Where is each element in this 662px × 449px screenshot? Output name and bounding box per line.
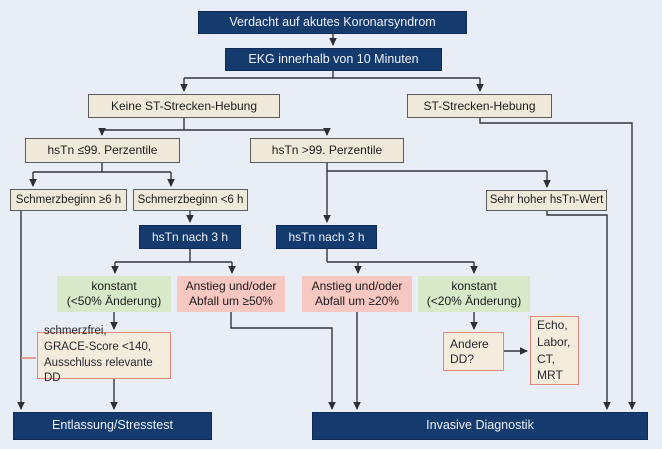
node-no-st-elevation-label: Keine ST-Strecken-Hebung [110, 98, 258, 113]
node-other-dd-label: Andere DD? [450, 336, 489, 366]
node-pain-onset-lt-6h: Schmerzbeginn <6 h [133, 189, 248, 211]
node-constant-50: konstant (<50% Änderung) [57, 276, 171, 312]
node-st-elevation: ST-Strecken-Hebung [407, 94, 552, 118]
node-hstn-le-99-label: hsTn ≤99. Perzentile [47, 143, 158, 157]
node-painfree-criteria-label: schmerzfrei, GRACE-Score <140, Ausschlus… [44, 325, 153, 385]
node-constant-20-label: konstant (<20% Änderung) [426, 279, 522, 308]
node-rise-fall-20: Anstieg und/oder Abfall um ≥20% [302, 276, 412, 312]
node-invasive-diagnostics-label: Invasive Diagnostik [426, 418, 534, 433]
node-pain-onset-ge-6h-label: Schmerzbeginn ≥6 h [15, 193, 122, 206]
node-very-high-hstn: Sehr hoher hsTn-Wert [486, 190, 607, 211]
node-imaging-workup: Echo, Labor, CT, MRT [530, 316, 579, 385]
node-rise-fall-50: Anstieg und/oder Abfall um ≥50% [177, 276, 285, 312]
node-hstn-gt-99-label: hsTn >99. Perzentile [271, 143, 383, 157]
node-rise-fall-50-label: Anstieg und/oder Abfall um ≥50% [185, 279, 277, 308]
node-rise-fall-20-label: Anstieg und/oder Abfall um ≥20% [311, 279, 403, 308]
node-hstn-after-3h-right-label: hsTn nach 3 h [288, 229, 365, 244]
node-constant-20: konstant (<20% Änderung) [418, 276, 530, 312]
node-hstn-after-3h-left-label: hsTn nach 3 h [151, 229, 229, 244]
node-hstn-after-3h-right: hsTn nach 3 h [276, 225, 377, 249]
node-no-st-elevation: Keine ST-Strecken-Hebung [88, 94, 280, 118]
node-st-elevation-label: ST-Strecken-Hebung [423, 98, 536, 113]
node-suspicion-label: Verdacht auf akutes Koronarsyndrom [229, 14, 436, 29]
node-pain-onset-lt-6h-label: Schmerzbeginn <6 h [137, 193, 244, 206]
node-ekg: EKG innerhalb von 10 Minuten [225, 48, 442, 71]
node-constant-50-label: konstant (<50% Änderung) [66, 279, 162, 308]
node-hstn-le-99: hsTn ≤99. Perzentile [25, 138, 180, 163]
node-discharge-stresstest-label: Entlassung/Stresstest [52, 418, 173, 433]
node-very-high-hstn-label: Sehr hoher hsTn-Wert [489, 194, 604, 207]
node-other-dd: Andere DD? [443, 332, 504, 371]
node-discharge-stresstest: Entlassung/Stresstest [13, 412, 212, 440]
node-invasive-diagnostics: Invasive Diagnostik [312, 412, 648, 440]
node-ekg-label: EKG innerhalb von 10 Minuten [248, 51, 419, 66]
node-hstn-gt-99: hsTn >99. Perzentile [250, 138, 404, 163]
node-pain-onset-ge-6h: Schmerzbeginn ≥6 h [10, 189, 127, 211]
node-imaging-workup-label: Echo, Labor, CT, MRT [537, 317, 571, 383]
node-hstn-after-3h-left: hsTn nach 3 h [139, 225, 241, 249]
node-painfree-criteria: schmerzfrei, GRACE-Score <140, Ausschlus… [37, 325, 171, 384]
node-suspicion: Verdacht auf akutes Koronarsyndrom [198, 11, 467, 34]
